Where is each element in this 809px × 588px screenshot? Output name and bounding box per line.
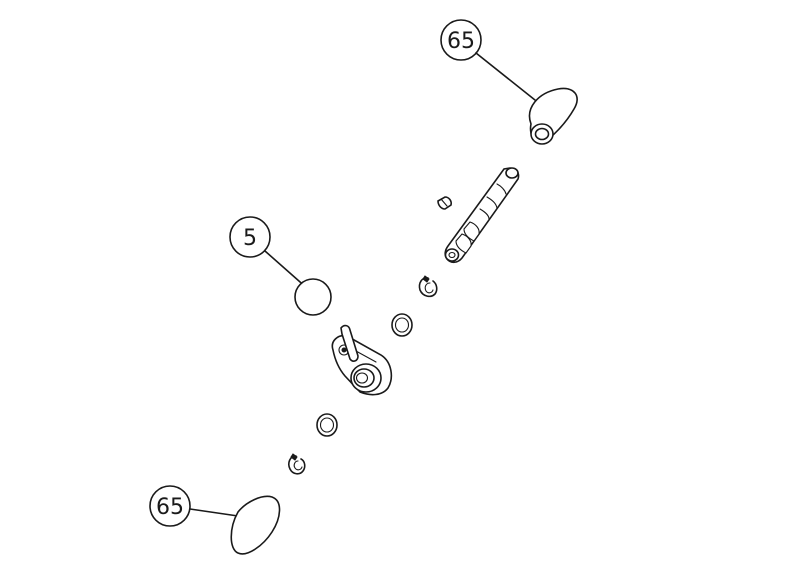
washer-upper — [391, 313, 413, 337]
cover-disc-part — [294, 278, 332, 316]
retaining-clip-lower — [288, 453, 306, 475]
callout-bubble — [440, 19, 482, 61]
callout-5[interactable]: 5 — [229, 216, 309, 290]
bracket-arm-part — [331, 324, 393, 396]
shaft-part — [444, 167, 520, 264]
leader-line — [264, 250, 309, 290]
leader-line — [189, 508, 239, 517]
knob-part-bottom — [230, 495, 281, 555]
callout-label: 65 — [447, 29, 475, 54]
set-screw-part — [437, 196, 452, 210]
callout-bubble — [149, 485, 191, 527]
retaining-clip-upper — [418, 275, 438, 298]
callout-bubble — [229, 216, 271, 258]
callout-65-bottom[interactable]: 65 — [149, 485, 239, 527]
callout-label: 65 — [156, 495, 184, 520]
callout-65-top[interactable]: 65 — [440, 19, 541, 105]
leader-line — [475, 52, 541, 105]
callout-label: 5 — [243, 226, 257, 251]
washer-lower — [316, 413, 338, 437]
knob-part-top — [528, 87, 578, 145]
